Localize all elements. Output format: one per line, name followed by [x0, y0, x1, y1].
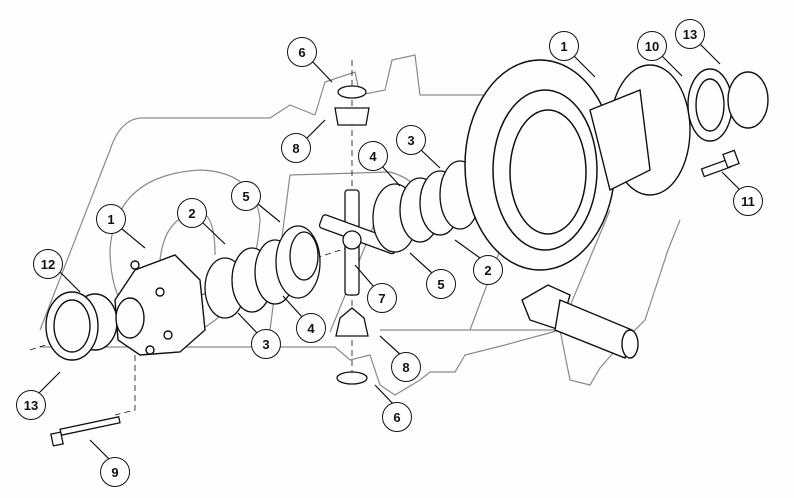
callout-label: 1 — [107, 211, 115, 227]
callout-label: 11 — [741, 193, 755, 209]
callout-9-bolt[interactable]: 9 — [100, 457, 130, 487]
callout-2-left-disc[interactable]: 2 — [177, 198, 207, 228]
callout-label: 2 — [188, 205, 196, 221]
callout-label: 3 — [262, 336, 270, 352]
callout-label: 10 — [644, 38, 660, 54]
callout-label: 8 — [292, 140, 300, 156]
spider-cross — [318, 189, 399, 296]
callout-3-right-disc[interactable]: 3 — [396, 125, 426, 155]
right-case — [589, 64, 691, 196]
pinion-shaft — [521, 284, 639, 359]
callout-13-left-race[interactable]: 13 — [16, 390, 46, 420]
callout-label: 1 — [560, 38, 568, 54]
right-discs — [372, 160, 481, 253]
callout-4-left-disc[interactable]: 4 — [296, 313, 326, 343]
callout-3-left-disc[interactable]: 3 — [251, 329, 281, 359]
callout-label: 9 — [111, 464, 119, 480]
callout-label: 6 — [298, 44, 306, 60]
callout-label: 8 — [402, 359, 410, 375]
callout-12-bearing[interactable]: 12 — [33, 249, 63, 279]
callout-label: 12 — [40, 256, 56, 272]
callout-label: 6 — [393, 409, 401, 425]
callout-13-right-race[interactable]: 13 — [675, 19, 705, 49]
callout-10-bearing[interactable]: 10 — [637, 31, 667, 61]
top-pinion — [334, 85, 370, 126]
callout-7-spider[interactable]: 7 — [367, 283, 397, 313]
callout-label: 4 — [307, 320, 315, 336]
left-discs — [204, 225, 321, 319]
bolt-9 — [50, 416, 121, 447]
bolt-11 — [700, 149, 740, 178]
callout-label: 13 — [682, 26, 698, 42]
callout-8-top-pinion[interactable]: 8 — [281, 133, 311, 163]
callout-1-left-case[interactable]: 1 — [96, 204, 126, 234]
callout-label: 5 — [242, 188, 250, 204]
ring-gear — [464, 59, 616, 271]
callout-label: 13 — [23, 397, 39, 413]
callout-1-right-case[interactable]: 1 — [549, 31, 579, 61]
callout-label: 2 — [484, 262, 492, 278]
callout-2-right-disc[interactable]: 2 — [473, 255, 503, 285]
callout-6-top-washer[interactable]: 6 — [287, 37, 317, 67]
callout-label: 4 — [369, 148, 377, 164]
callout-8-bottom-pinion[interactable]: 8 — [391, 352, 421, 382]
callout-label: 7 — [378, 290, 386, 306]
callout-11-bolt[interactable]: 11 — [733, 186, 763, 216]
callout-label: 5 — [437, 276, 445, 292]
callout-5-right-gear[interactable]: 5 — [426, 269, 456, 299]
left-bearing — [45, 291, 118, 361]
callout-6-bottom-washer[interactable]: 6 — [382, 402, 412, 432]
callout-label: 3 — [407, 132, 415, 148]
callout-4-right-disc[interactable]: 4 — [358, 141, 388, 171]
right-bearing — [687, 68, 769, 142]
bottom-pinion — [335, 307, 369, 385]
callout-5-left-gear[interactable]: 5 — [231, 181, 261, 211]
left-case — [114, 254, 206, 356]
